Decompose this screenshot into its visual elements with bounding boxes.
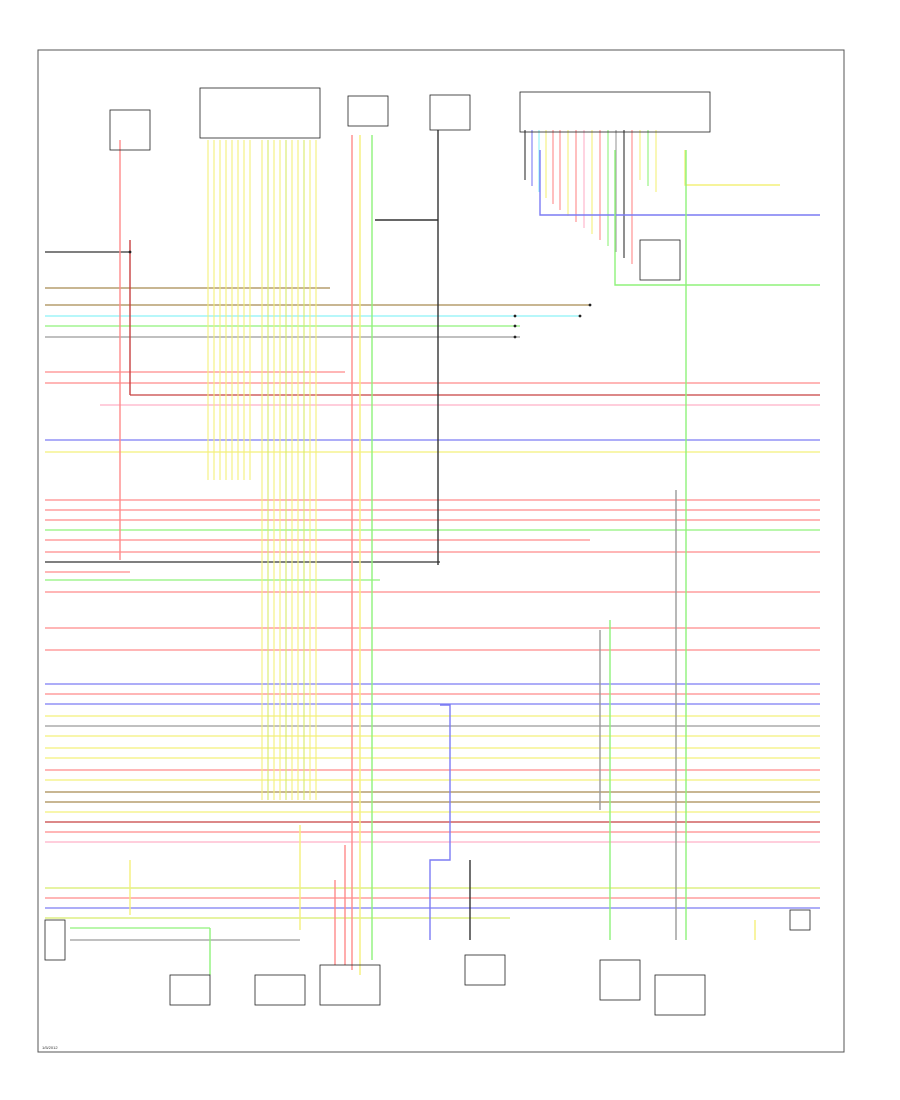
splice-dot bbox=[578, 314, 582, 318]
wires-layer bbox=[45, 130, 820, 975]
diagram-border bbox=[37, 49, 845, 1053]
lower-connector bbox=[254, 974, 306, 1006]
splice-dot bbox=[588, 303, 592, 307]
footer-date: 1/5/2012 bbox=[42, 1045, 58, 1050]
lower-left-sensor bbox=[169, 974, 211, 1006]
splice-dot bbox=[513, 335, 517, 339]
lower-mid-switch bbox=[319, 964, 381, 1006]
actuator-module bbox=[429, 94, 471, 131]
green-sensor-wire bbox=[614, 150, 820, 286]
yellow-feed-wire bbox=[684, 150, 780, 186]
sensor-module bbox=[347, 95, 389, 127]
right-sensor-1 bbox=[599, 959, 641, 1001]
splice-dot bbox=[513, 324, 517, 328]
relay-box bbox=[464, 954, 506, 986]
left-edge-connector bbox=[44, 919, 66, 961]
right-transmitter bbox=[789, 909, 811, 931]
splice-dot bbox=[128, 250, 132, 254]
splice-dot bbox=[513, 314, 517, 318]
right-sensor-2 bbox=[654, 974, 706, 1016]
blue-feed-wire bbox=[539, 150, 820, 216]
engine-control-module bbox=[519, 91, 711, 133]
components-layer bbox=[44, 87, 811, 1016]
junction-block bbox=[639, 239, 681, 281]
control-module-connector bbox=[199, 87, 321, 139]
blue-drop bbox=[429, 704, 451, 940]
ground-switch-component bbox=[109, 109, 151, 151]
